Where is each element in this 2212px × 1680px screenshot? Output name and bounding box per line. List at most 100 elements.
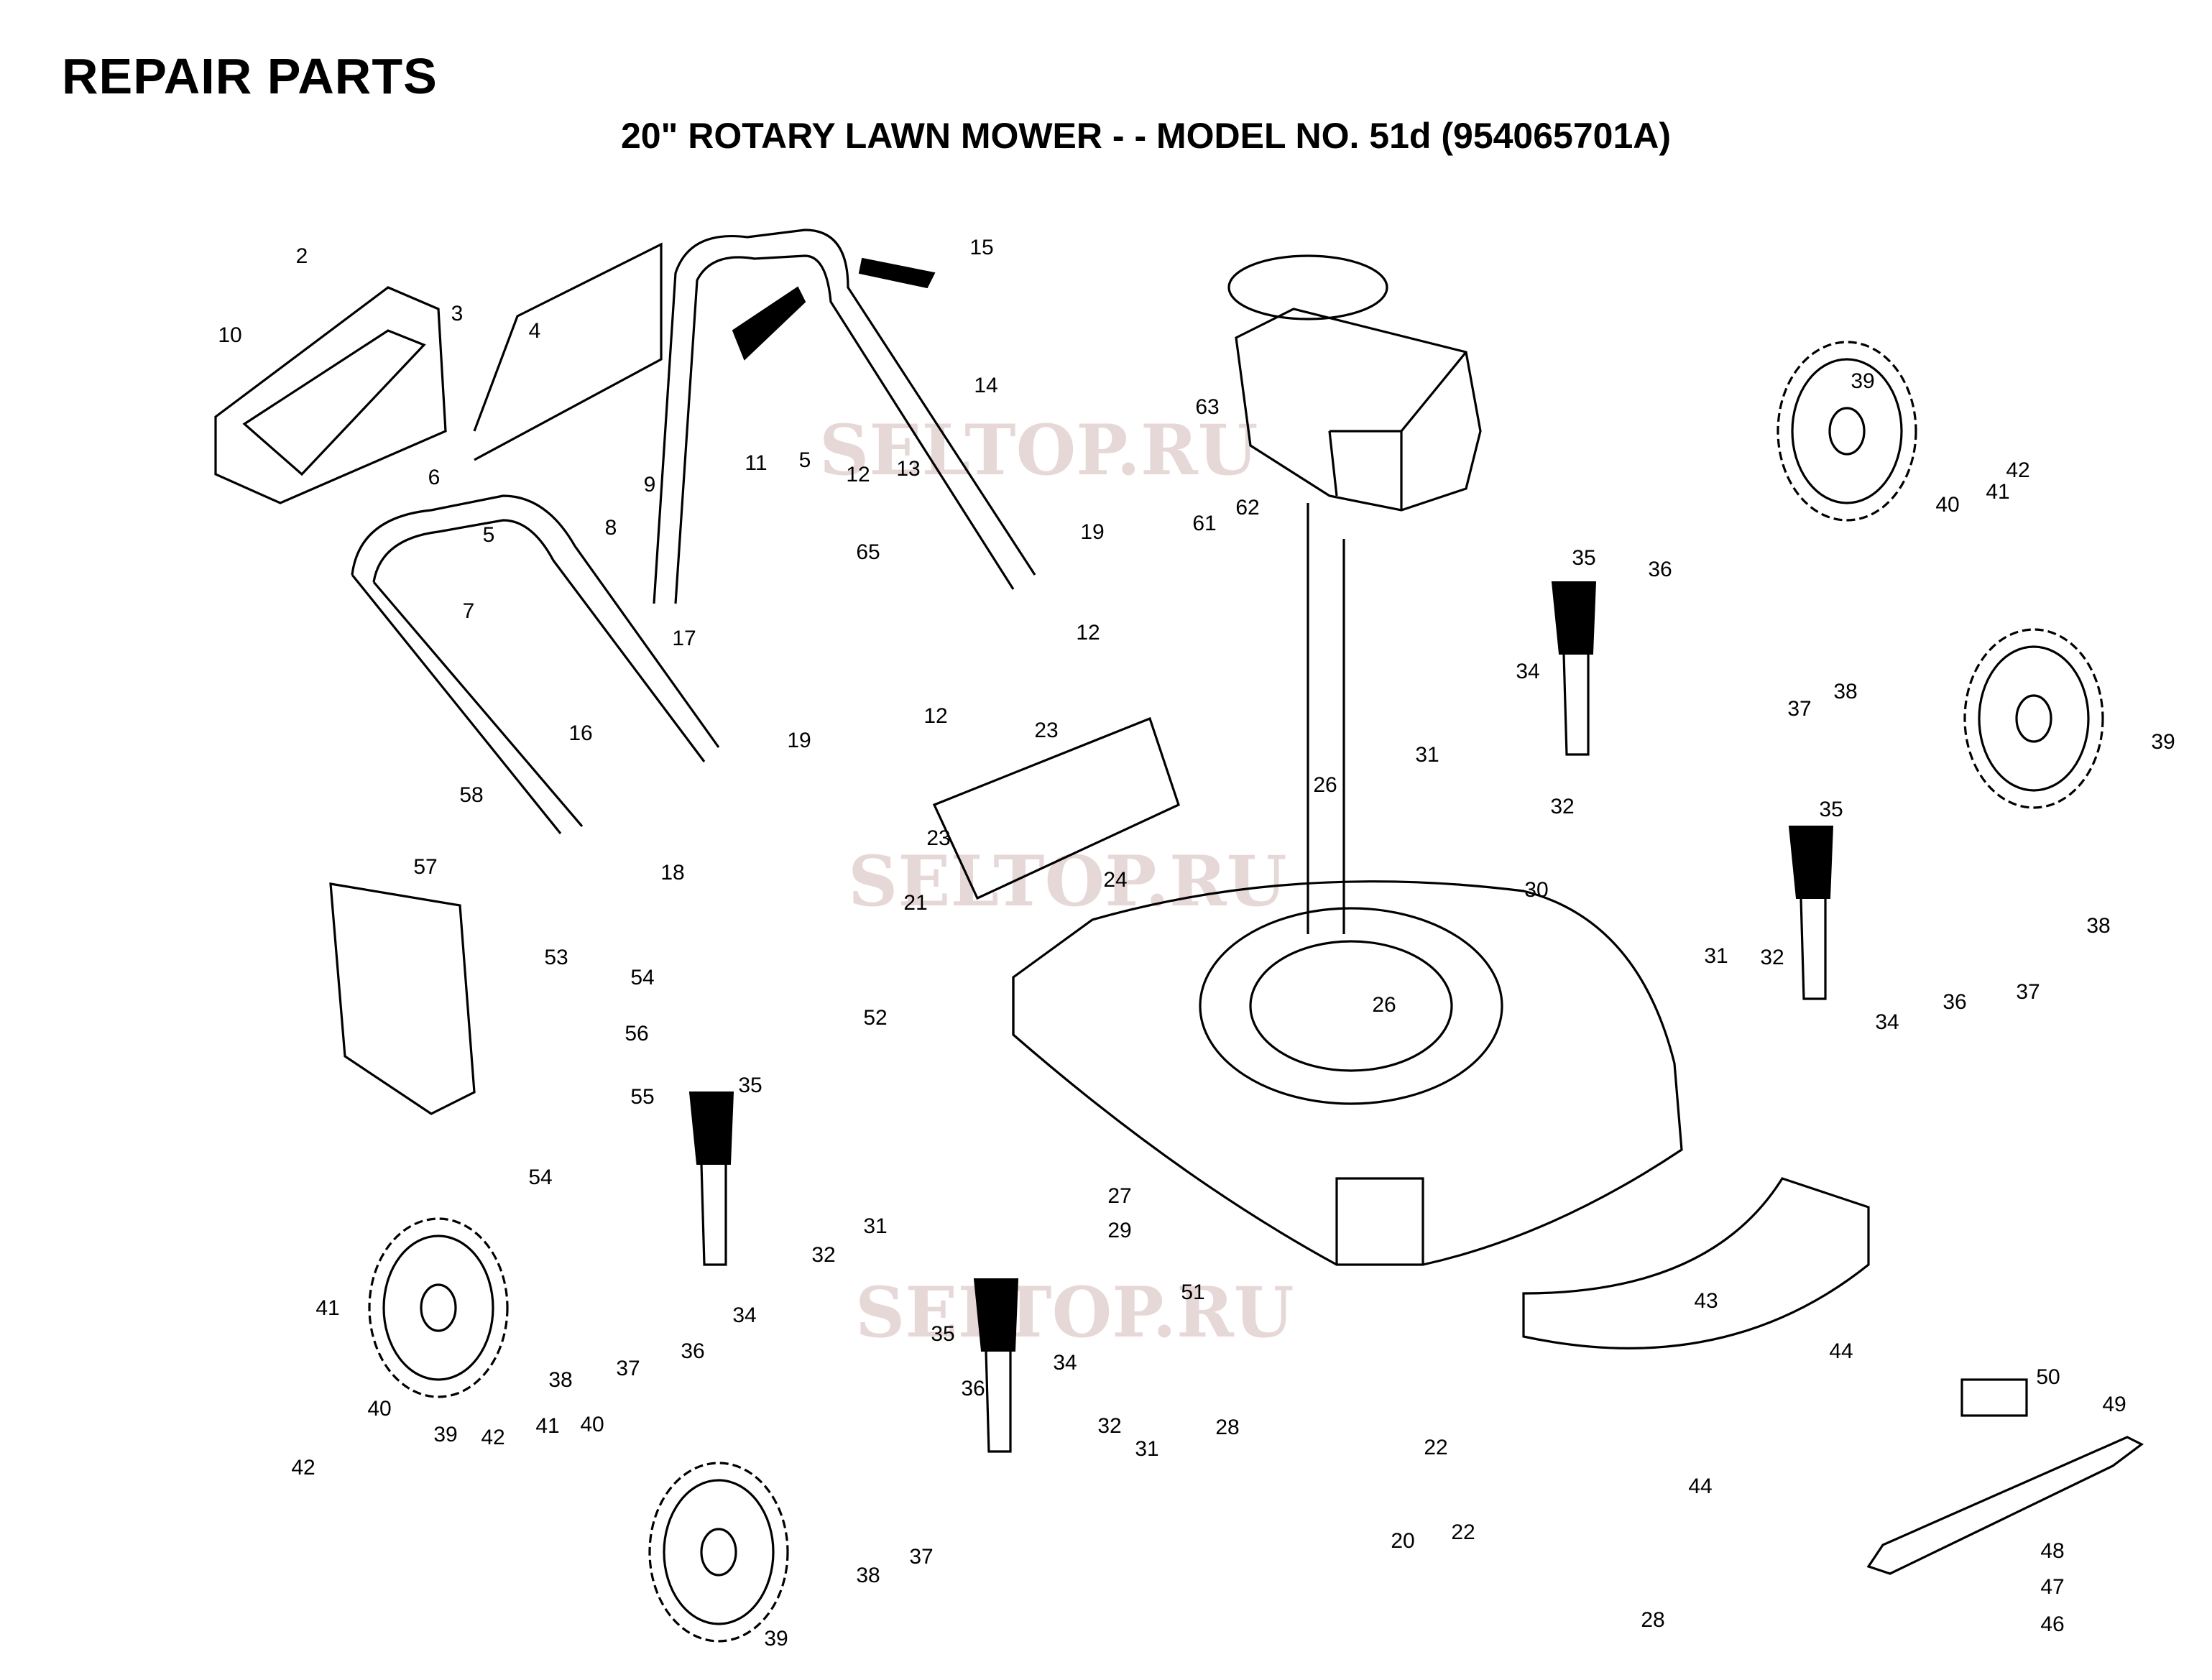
part-label-23: 23: [926, 826, 950, 850]
part-label-26: 26: [1372, 993, 1396, 1017]
lever-arm: [700, 1163, 727, 1266]
part-label-37: 37: [1787, 697, 1811, 721]
wheels: [368, 341, 2104, 1643]
part-label-7: 7: [463, 599, 475, 623]
lever-grip: [1551, 581, 1597, 655]
lever-grip: [1788, 826, 1834, 899]
blade: [1866, 1436, 2144, 1575]
part-label-41: 41: [315, 1296, 339, 1320]
part-label-20: 20: [1391, 1529, 1414, 1553]
part-label-38: 38: [2086, 914, 2110, 938]
part-label-22: 22: [1451, 1520, 1475, 1544]
part-label-32: 32: [1760, 946, 1784, 969]
part-label-39: 39: [764, 1627, 788, 1651]
part-label-51: 51: [1181, 1280, 1204, 1304]
catcher-bag-frame: [473, 242, 663, 461]
model-subtitle: 20" ROTARY LAWN MOWER - - MODEL NO. 51d …: [621, 116, 1672, 156]
part-label-31: 31: [1135, 1437, 1158, 1461]
part-label-50: 50: [2036, 1365, 2060, 1389]
blade-adapter: [1960, 1378, 2028, 1417]
part-label-29: 29: [1107, 1219, 1131, 1242]
part-label-40: 40: [367, 1397, 391, 1421]
part-label-37: 37: [909, 1545, 933, 1569]
part-label-36: 36: [1943, 990, 1966, 1014]
part-label-10: 10: [218, 323, 241, 347]
part-label-19: 19: [787, 729, 811, 752]
wheel: [368, 1217, 509, 1398]
part-label-40: 40: [1935, 493, 1959, 517]
part-label-54: 54: [528, 1166, 552, 1189]
engine: [1227, 254, 1482, 512]
part-label-34: 34: [1516, 660, 1539, 683]
part-label-48: 48: [2040, 1539, 2064, 1563]
part-label-41: 41: [1986, 480, 2009, 504]
part-label-2: 2: [296, 244, 308, 268]
drive-shaft-lines: [1307, 503, 1345, 934]
part-label-54: 54: [630, 966, 654, 989]
part-label-4: 4: [529, 319, 541, 343]
part-label-21: 21: [903, 891, 927, 915]
part-label-12: 12: [846, 463, 870, 486]
part-label-28: 28: [1215, 1416, 1239, 1439]
handle-grip-15: [732, 257, 936, 361]
part-label-32: 32: [1097, 1414, 1121, 1438]
part-label-56: 56: [625, 1022, 648, 1046]
part-label-65: 65: [856, 540, 880, 564]
rear-flap: [1522, 1177, 1870, 1349]
wheel: [1963, 628, 2104, 809]
part-label-61: 61: [1192, 512, 1216, 535]
part-label-30: 30: [1524, 878, 1548, 902]
lever-grip: [973, 1278, 1019, 1352]
part-label-3: 3: [451, 302, 464, 326]
part-label-17: 17: [672, 627, 696, 650]
part-label-44: 44: [1688, 1474, 1712, 1498]
wheel: [648, 1462, 789, 1643]
part-label-28: 28: [1641, 1608, 1664, 1632]
lever-arm: [1562, 653, 1590, 756]
part-label-43: 43: [1694, 1289, 1718, 1313]
part-label-6: 6: [428, 466, 441, 489]
part-label-19: 19: [1080, 520, 1104, 544]
part-label-8: 8: [605, 516, 617, 540]
part-label-38: 38: [856, 1564, 880, 1587]
part-label-12: 12: [1076, 621, 1100, 645]
part-label-62: 62: [1235, 496, 1259, 520]
part-label-57: 57: [413, 855, 437, 879]
part-label-47: 47: [2040, 1575, 2064, 1599]
part-label-13: 13: [896, 457, 920, 481]
part-label-39: 39: [433, 1423, 457, 1446]
part-label-38: 38: [548, 1368, 572, 1392]
watermark-text: SELTOP.RU: [819, 410, 1258, 491]
part-label-35: 35: [1819, 798, 1843, 821]
height-adjust-levers: [688, 581, 1834, 1453]
part-label-31: 31: [863, 1214, 887, 1238]
part-label-35: 35: [738, 1074, 762, 1097]
part-label-53: 53: [544, 946, 568, 969]
part-label-15: 15: [969, 236, 993, 259]
part-label-39: 39: [2151, 730, 2175, 754]
lever-arm: [1799, 897, 1827, 1000]
part-label-36: 36: [681, 1339, 704, 1363]
part-label-63: 63: [1195, 395, 1219, 419]
part-label-16: 16: [568, 721, 592, 745]
part-label-5: 5: [799, 448, 811, 472]
watermark-text: SELTOP.RU: [848, 841, 1286, 922]
page-title: REPAIR PARTS: [62, 48, 438, 104]
part-label-34: 34: [1053, 1351, 1077, 1375]
lower-handle: [351, 494, 720, 835]
part-label-44: 44: [1829, 1339, 1853, 1363]
part-label-42: 42: [481, 1426, 504, 1449]
part-label-32: 32: [811, 1243, 835, 1267]
side-discharge-chute: [932, 716, 1180, 900]
lever-grip: [688, 1091, 734, 1165]
mower-deck: [1012, 880, 1683, 1266]
grass-catcher-top: [214, 286, 447, 504]
part-label-55: 55: [630, 1085, 654, 1109]
part-label-38: 38: [1833, 680, 1857, 703]
mulch-panel: [329, 882, 476, 1115]
part-label-42: 42: [2006, 458, 2029, 482]
part-label-49: 49: [2102, 1393, 2126, 1416]
watermark-text: SELTOP.RU: [855, 1272, 1294, 1353]
